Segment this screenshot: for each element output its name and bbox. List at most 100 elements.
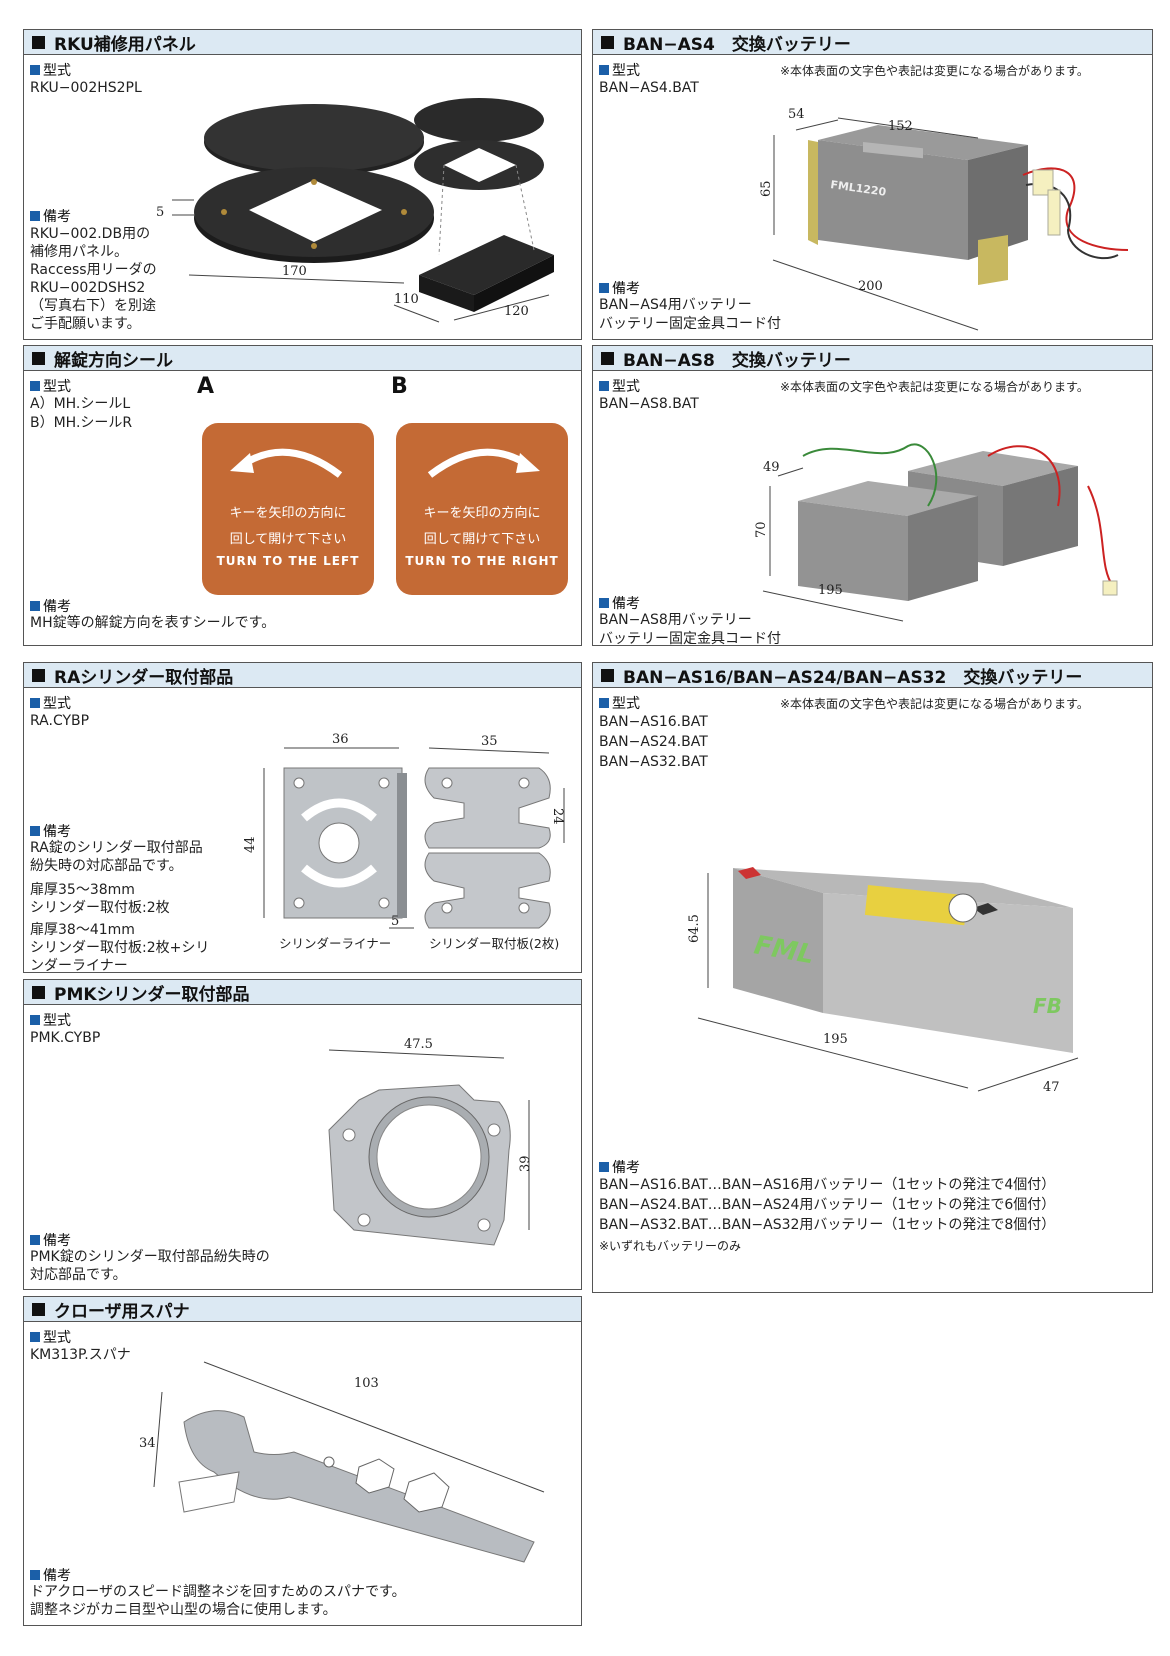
seal-panel: 解錠方向シール 型式 A）MH.シールL B）MH.シールR A B キーを矢印… <box>23 345 582 646</box>
header-square-icon <box>601 351 614 365</box>
seal-b-sticker: キーを矢印の方向に 回して開けて下さい TURN TO THE RIGHT <box>396 423 568 595</box>
pmk-panel: PMKシリンダー取付部品 型式 PMK.CYBP 備考 PMK錠のシリンダー取付… <box>23 979 582 1290</box>
rku-panel-illustration: 5 170 110 120 <box>156 98 554 323</box>
blue-square-icon <box>30 1015 40 1025</box>
ra-dim-35: 35 <box>481 734 498 749</box>
closer-header: クローザ用スパナ <box>24 1297 581 1322</box>
ra-parts-illustration: 36 44 35 24 5 シリンダーライナー シリンダー取付板(2枚) <box>243 732 565 951</box>
header-square-icon <box>32 668 45 682</box>
seal-b-letter: B <box>391 374 408 399</box>
blue-square-icon <box>30 601 40 611</box>
rku-remarks: RKU−002.DB用の 補修用パネル。 Raccess用リーダの RKU−00… <box>30 226 157 332</box>
pmk-dim-39: 39 <box>518 1155 533 1172</box>
as8-note: ※本体表面の文字色や表記は変更になる場合があります。 <box>780 380 1089 394</box>
left-arrow-icon <box>230 448 343 478</box>
blue-square-icon <box>30 381 40 391</box>
rku-dim-170: 170 <box>282 264 307 279</box>
as16-dim-195: 195 <box>823 1032 848 1047</box>
as4-remarks: BAN−AS4用バッテリー バッテリー固定金具コード付 <box>599 297 781 332</box>
seal-a-line1: キーを矢印の方向に <box>229 506 347 521</box>
blue-square-icon <box>30 65 40 75</box>
closer-model: KM313P.スパナ <box>30 1347 131 1363</box>
blue-square-icon <box>30 1235 40 1245</box>
as16-battery-illustration: FML FB 64.5 195 47 <box>687 867 1079 1095</box>
as8-battery-illustration: 49 70 195 <box>754 443 1118 622</box>
as16-dim-47: 47 <box>1043 1080 1060 1095</box>
seal-title: 解錠方向シール <box>54 350 173 371</box>
as4-panel: BAN−AS4 交換バッテリー 型式 ※本体表面の文字色や表記は変更になる場合が… <box>592 29 1153 340</box>
pmk-plate-illustration: 47.5 39 <box>328 1037 533 1246</box>
rku-remarks-label: 備考 <box>30 206 71 226</box>
rku-dim-110: 110 <box>394 292 419 307</box>
pmk-dim-475: 47.5 <box>404 1037 433 1052</box>
as16-note: ※本体表面の文字色や表記は変更になる場合があります。 <box>780 697 1089 711</box>
seal-b-line1: キーを矢印の方向に <box>423 506 541 521</box>
ra-remarks-label: 備考 <box>30 821 71 841</box>
ra-spec2: 扉厚38～41mm シリンダー取付板:2枚+シリ ンダーライナー <box>30 922 210 974</box>
blue-square-icon <box>30 698 40 708</box>
right-arrow-icon <box>427 448 540 478</box>
pmk-header: PMKシリンダー取付部品 <box>24 980 581 1005</box>
as4-model: BAN−AS4.BAT <box>599 80 699 96</box>
ra-model: RA.CYBP <box>30 713 90 729</box>
header-square-icon <box>32 1302 45 1316</box>
as8-model-label: 型式 <box>599 376 640 396</box>
as4-title: BAN−AS4 交換バッテリー <box>623 34 851 55</box>
as4-remarks-label: 備考 <box>599 278 640 298</box>
as16-model-label: 型式 <box>599 693 640 713</box>
as16-fb-logo: FB <box>1033 994 1062 1018</box>
blue-square-icon <box>599 283 609 293</box>
ra-model-label: 型式 <box>30 693 71 713</box>
blue-square-icon <box>599 65 609 75</box>
as4-dim-65: 65 <box>759 180 774 197</box>
ra-title: RAシリンダー取付部品 <box>54 667 234 688</box>
ra-panel: RAシリンダー取付部品 型式 RA.CYBP 備考 RA錠のシリンダー取付部品 … <box>23 662 582 974</box>
as8-dim-70: 70 <box>754 521 769 538</box>
as16-dim-645: 64.5 <box>687 914 702 943</box>
as8-title: BAN−AS8 交換バッテリー <box>623 350 851 371</box>
ra-dim-5: 5 <box>391 914 399 929</box>
header-square-icon <box>32 35 45 49</box>
as8-dim-195: 195 <box>818 583 843 598</box>
closer-remarks-label: 備考 <box>30 1565 71 1585</box>
as4-dim-54: 54 <box>788 107 805 122</box>
seal-b-line2: 回して開けて下さい <box>423 532 541 547</box>
ra-header: RAシリンダー取付部品 <box>24 663 581 688</box>
ra-remarks: RA錠のシリンダー取付部品 紛失時の対応部品です。 <box>30 840 203 874</box>
rku-panel: RKU補修用パネル 型式 RKU−002HS2PL 備考 RKU−002.DB用… <box>23 29 582 340</box>
as8-remarks: BAN−AS8用バッテリー バッテリー固定金具コード付 <box>599 612 781 647</box>
as16-models: BAN−AS16.BAT BAN−AS24.BAT BAN−AS32.BAT <box>599 714 708 770</box>
seal-b-line3: TURN TO THE RIGHT <box>405 554 559 568</box>
pmk-title: PMKシリンダー取付部品 <box>54 984 250 1005</box>
as16-remarks: BAN−AS16.BAT…BAN−AS16用バッテリー（1セットの発注で4個付）… <box>599 1177 1056 1233</box>
ra-cap1: シリンダーライナー <box>279 936 391 951</box>
header-square-icon <box>601 668 614 682</box>
seal-header: 解錠方向シール <box>24 346 581 371</box>
as4-battery-illustration: FML1220 54 152 65 200 <box>759 107 1129 331</box>
header-square-icon <box>601 35 614 49</box>
ra-dim-36: 36 <box>332 732 349 747</box>
seal-a-sticker: キーを矢印の方向に 回して開けて下さい TURN TO THE LEFT <box>202 423 374 595</box>
as8-dim-49: 49 <box>763 460 780 475</box>
closer-title: クローザ用スパナ <box>54 1301 190 1322</box>
seal-a-line3: TURN TO THE LEFT <box>216 554 360 568</box>
as8-panel: BAN−AS8 交換バッテリー 型式 ※本体表面の文字色や表記は変更になる場合が… <box>592 345 1153 647</box>
as8-header: BAN−AS8 交換バッテリー <box>593 346 1152 371</box>
rku-model: RKU−002HS2PL <box>30 80 142 96</box>
as8-remarks-label: 備考 <box>599 593 640 613</box>
ra-dim-44: 44 <box>243 836 258 853</box>
seal-remarks-label: 備考 <box>30 596 71 616</box>
closer-remarks: ドアクローザのスピード調整ネジを回すためのスパナです。 調整ネジがカニ目型や山型… <box>30 1584 406 1618</box>
blue-square-icon <box>30 211 40 221</box>
rku-dim-120: 120 <box>504 304 529 319</box>
closer-panel: クローザ用スパナ 型式 KM313P.スパナ 103 34 備考 ドアクローザの… <box>23 1296 582 1626</box>
seal-remarks: MH錠等の解錠方向を表すシールです。 <box>30 615 276 631</box>
pmk-model: PMK.CYBP <box>30 1030 101 1046</box>
seal-model-label: 型式 <box>30 376 71 396</box>
as4-model-label: 型式 <box>599 60 640 80</box>
as4-note: ※本体表面の文字色や表記は変更になる場合があります。 <box>780 64 1089 78</box>
blue-square-icon <box>599 598 609 608</box>
closer-model-label: 型式 <box>30 1327 71 1347</box>
blue-square-icon <box>599 381 609 391</box>
pmk-remarks-label: 備考 <box>30 1230 71 1250</box>
